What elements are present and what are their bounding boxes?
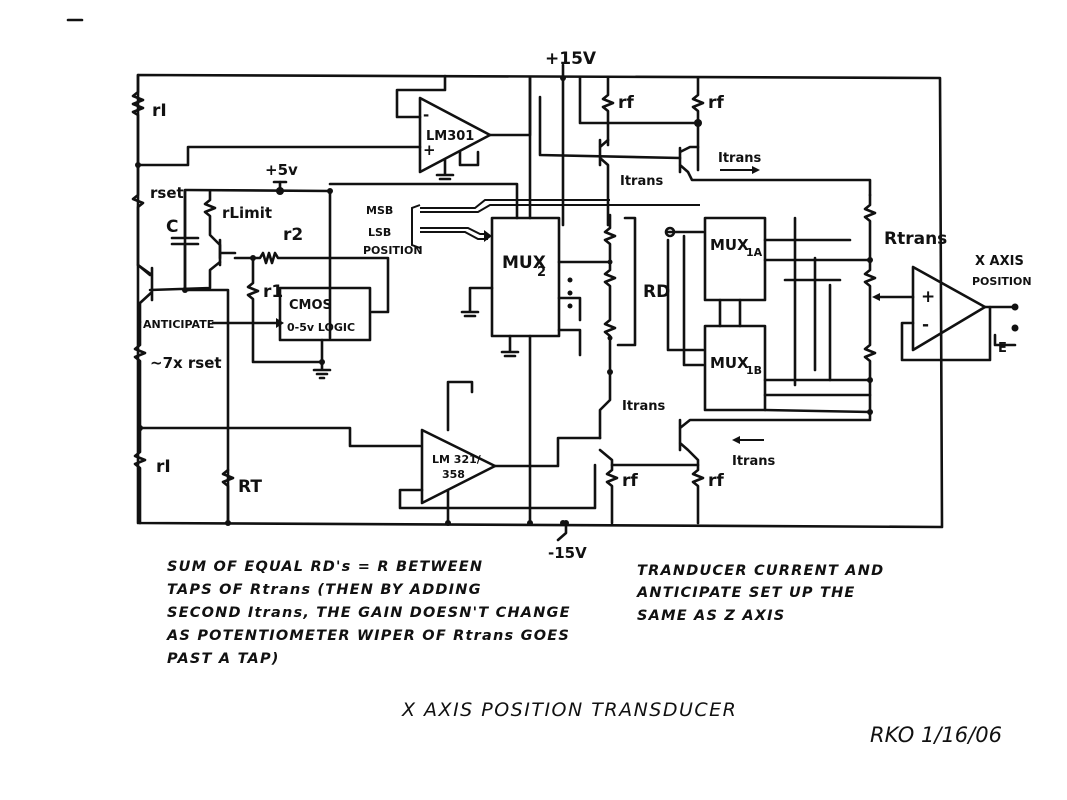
anticipate-label: ANTICIPATE xyxy=(143,318,214,331)
mux1a-subscript: 1A xyxy=(746,246,763,259)
note-left-line-2: TAPS OF Rtrans (THEN BY ADDING xyxy=(167,582,482,598)
itrans-2-label: Itrans xyxy=(718,151,761,166)
pos5-label: +5v xyxy=(265,161,298,179)
mux2-block: MUX 2 xyxy=(460,76,612,526)
rf-4-label: rf xyxy=(708,471,724,491)
lm358-label: 358 xyxy=(442,468,465,481)
resistor-rset: rset xyxy=(131,163,184,277)
msb-label: MSB xyxy=(366,204,393,217)
buffer-plus: + xyxy=(921,287,935,307)
diagram-title: X AXIS POSITION TRANSDUCER xyxy=(401,699,737,721)
x-axis-label: X AXIS xyxy=(975,254,1024,269)
rlimit-label: rLimit xyxy=(222,204,272,222)
resistor-string-Rtrans: Rtrans rf rf Itrans xyxy=(610,193,947,525)
cmos-logic-block: CMOS 0-5v LOGIC xyxy=(278,286,372,380)
buffer-minus: - xyxy=(922,315,929,335)
resistor-r1: r1 xyxy=(246,256,324,364)
mux1a-block: MUX 1A xyxy=(664,216,767,302)
note-left-line-4: AS POTENTIOMETER WIPER OF Rtrans GOES xyxy=(166,628,570,644)
opamp-lm321: LM 321/ 358 xyxy=(398,380,602,526)
opamp-lm301: LM301 - + xyxy=(395,74,532,181)
lsb-label: LSB xyxy=(368,226,391,239)
resistor-ladder-RD: RD Itrans xyxy=(598,213,670,525)
position-output-label: POSITION xyxy=(972,275,1032,288)
note-left-line-5: PAST A TAP) xyxy=(167,651,280,667)
position-label: POSITION xyxy=(363,244,423,257)
lm301-plus: + xyxy=(423,141,436,159)
mux1a-label: MUX xyxy=(710,236,749,254)
lm301-minus: - xyxy=(423,106,429,124)
anticipate-input: ANTICIPATE xyxy=(143,318,284,331)
neg15-label: -15V xyxy=(548,544,587,562)
resistor-rI-bottom: rI xyxy=(133,426,171,525)
RT-label: RT xyxy=(238,477,262,497)
rf-3-label: rf xyxy=(622,471,638,491)
mux1b-label: MUX xyxy=(710,354,749,372)
lm321-label: LM 321/ xyxy=(432,453,482,466)
mux2-label: MUX xyxy=(502,253,546,273)
cmos-label: CMOS xyxy=(289,298,332,313)
capacitor-c: C xyxy=(166,189,200,292)
rf-2-label: rf xyxy=(708,93,724,113)
current-mirror-top: rf rf Itrans Itrans xyxy=(538,76,872,227)
cmos-logic-label: 0-5v LOGIC xyxy=(287,321,355,334)
mux2-subscript: 2 xyxy=(537,265,546,280)
seven-rset-label: ~7x rset xyxy=(150,354,222,372)
r2-label: r2 xyxy=(283,225,303,245)
c-label: C xyxy=(166,217,178,237)
position-bus: MSB LSB POSITION xyxy=(363,199,700,257)
pos15-label: +15V xyxy=(545,49,597,69)
itrans-4-label: Itrans xyxy=(732,454,775,469)
rf-1-label: rf xyxy=(618,93,634,113)
resistor-7x-rset: ~7x rset xyxy=(133,320,222,430)
rI-bottom-label: rI xyxy=(156,457,171,477)
outer-frame-wiring xyxy=(66,18,944,529)
mux1b-subscript: 1B xyxy=(746,364,762,377)
rI-top-label: rI xyxy=(152,101,167,121)
note-right-line-2: ANTICIPATE SET UP THE xyxy=(636,585,856,601)
itrans-1-label: Itrans xyxy=(620,174,663,189)
signature: RKO 1/16/06 xyxy=(870,723,1002,747)
resistor-RT: RT xyxy=(221,468,262,526)
itrans-3-label: Itrans xyxy=(622,399,665,414)
note-left-line-3: SECOND Itrans, THE GAIN DOESN'T CHANGE xyxy=(167,605,571,621)
RD-label: RD xyxy=(643,282,670,302)
notes-right: TRANDUCER CURRENT AND ANTICIPATE SET UP … xyxy=(636,563,884,624)
rset-label: rset xyxy=(150,184,184,202)
resistor-rI-top: rI xyxy=(131,73,167,167)
E-label: E xyxy=(998,341,1007,356)
notes-left: SUM OF EQUAL RD's = R BETWEEN TAPS OF Rt… xyxy=(166,559,571,667)
lm301-label: LM301 xyxy=(426,129,474,144)
Rtrans-label: Rtrans xyxy=(884,229,947,249)
r1-label: r1 xyxy=(263,282,283,302)
mux1b-block: MUX 1B xyxy=(666,234,767,412)
output-buffer-opamp: + - E X AXIS POSITION xyxy=(872,254,1032,362)
note-right-line-1: TRANDUCER CURRENT AND xyxy=(637,563,884,579)
note-left-line-1: SUM OF EQUAL RD's = R BETWEEN xyxy=(167,559,483,575)
note-right-line-3: SAME AS Z AXIS xyxy=(637,608,785,624)
